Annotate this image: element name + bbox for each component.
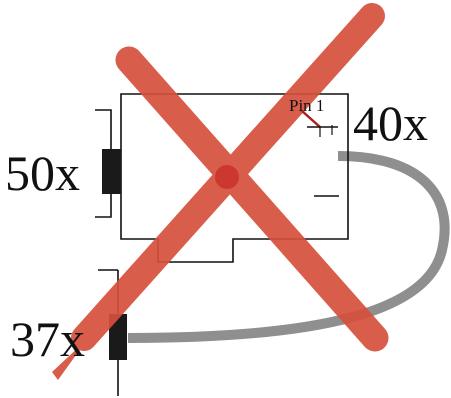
board-outline xyxy=(120,93,349,263)
cross-mark xyxy=(52,3,389,380)
cross-stroke-b-tail xyxy=(52,330,97,380)
connector-40-label: 40x xyxy=(353,95,428,151)
connector-50-label: 50x xyxy=(5,145,80,201)
pin1-marker xyxy=(301,110,321,128)
connector-50-body xyxy=(102,149,121,194)
connector-37-body xyxy=(109,314,127,360)
cross-center xyxy=(215,165,239,189)
pin1-label: Pin 1 xyxy=(289,96,324,115)
cross-stroke-a xyxy=(115,46,389,352)
ribbon-cable xyxy=(127,151,450,343)
connector-37-label: 37x xyxy=(10,311,85,367)
